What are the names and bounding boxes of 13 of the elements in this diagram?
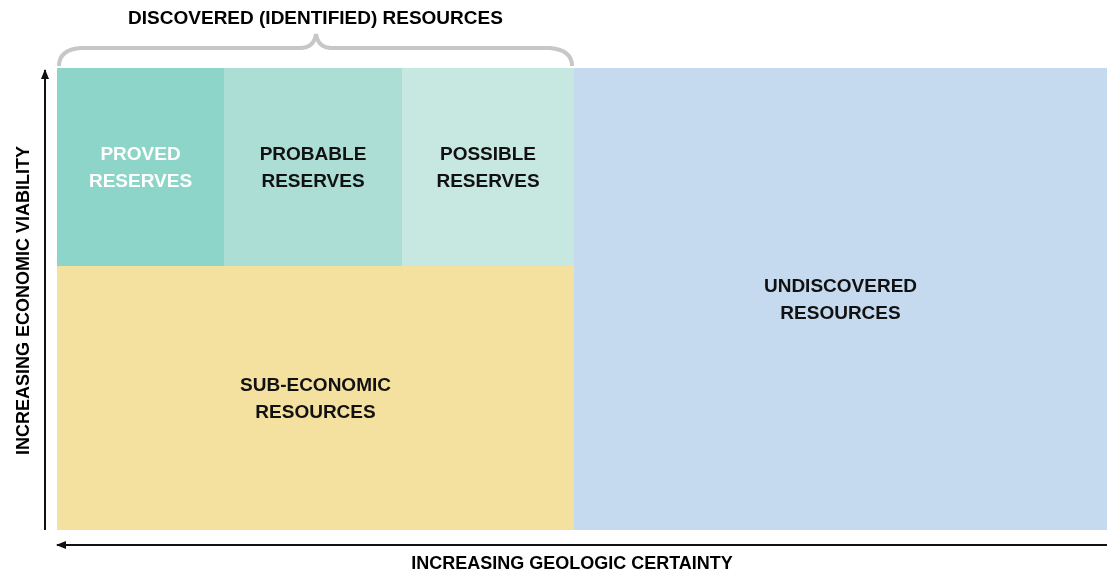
resource-box xyxy=(574,68,1107,530)
box-label: UNDISCOVERED RESOURCES xyxy=(762,274,919,325)
box-label: PROBABLE RESERVES xyxy=(258,142,368,193)
reserve-box xyxy=(402,68,574,266)
reserve-box xyxy=(57,68,224,266)
bracket-label: DISCOVERED (IDENTIFIED) RESOURCES xyxy=(128,6,503,30)
axis-label: INCREASING ECONOMIC VIABILITY xyxy=(11,145,34,455)
reserve-box xyxy=(224,68,402,266)
box-label: PROVED RESERVES xyxy=(87,142,194,193)
box-label: SUB-ECONOMIC RESOURCES xyxy=(239,373,392,424)
box-label: POSSIBLE RESERVES xyxy=(435,142,541,193)
resource-box xyxy=(57,266,574,530)
axis-label: INCREASING GEOLOGIC CERTAINTY xyxy=(411,552,733,575)
